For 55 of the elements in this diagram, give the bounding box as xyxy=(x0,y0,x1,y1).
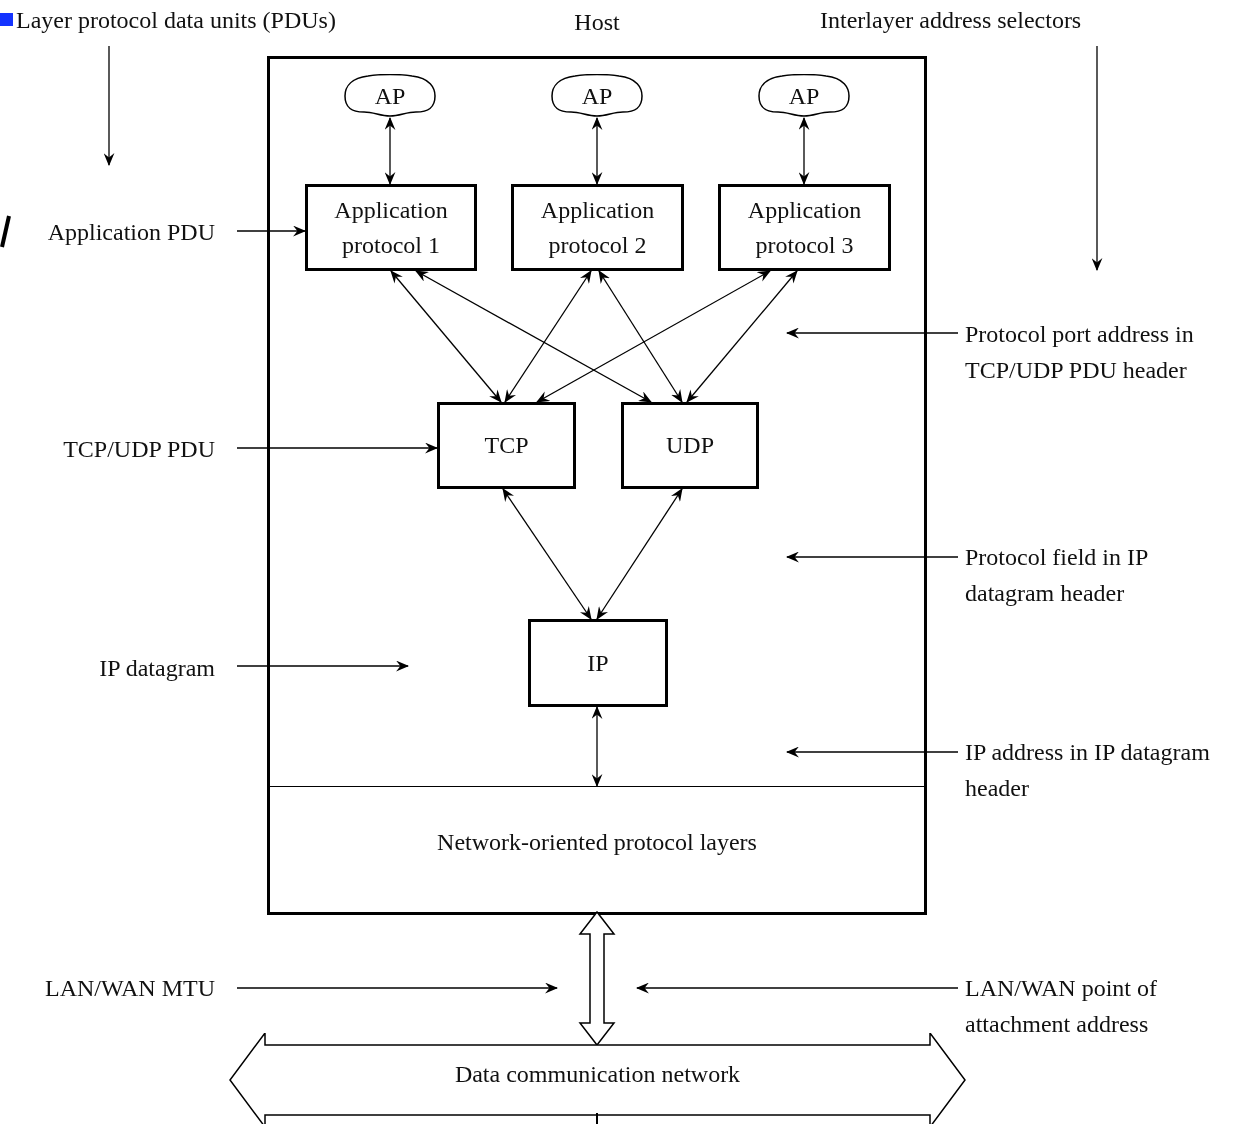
protocol-label: Application protocol 2 xyxy=(539,195,656,260)
application-process-cloud xyxy=(551,74,643,118)
double-arrow xyxy=(591,705,603,788)
network-double-arrow xyxy=(229,1033,966,1124)
process-label: AP xyxy=(374,82,406,110)
double-arrow xyxy=(504,270,592,403)
protocol-box xyxy=(511,184,684,271)
annotation-text: LAN/WAN MTU xyxy=(45,975,215,1001)
protocol-box xyxy=(718,184,891,271)
arrow xyxy=(1091,45,1103,272)
network-label: Data communication network xyxy=(454,1061,741,1088)
annotation-text: Layer protocol data units (PDUs) xyxy=(16,7,336,33)
protocol-label: Application protocol 3 xyxy=(746,195,863,260)
process-label: AP xyxy=(581,82,613,110)
protocol-box xyxy=(305,184,477,271)
annotation-text: LAN/WAN point of attachment address xyxy=(965,975,1157,1037)
protocol-label: UDP xyxy=(666,431,714,460)
application-process-cloud xyxy=(344,74,436,118)
arrow xyxy=(236,660,410,672)
double-arrow xyxy=(390,270,502,403)
double-arrow xyxy=(686,270,798,403)
annotation-text: Application PDU xyxy=(47,219,215,245)
double-arrow xyxy=(798,116,810,186)
double-arrow xyxy=(598,270,683,403)
arrow xyxy=(785,551,959,563)
process-label: AP xyxy=(788,82,820,110)
arrow xyxy=(236,442,439,454)
double-arrow xyxy=(502,488,592,620)
arrow xyxy=(785,327,959,339)
arrow xyxy=(236,225,307,237)
double-arrow xyxy=(536,270,771,403)
host-label: Host xyxy=(574,9,620,36)
annotation-text: TCP/UDP PDU xyxy=(63,436,215,462)
protocol-label: TCP xyxy=(484,431,529,460)
hollow-double-arrow xyxy=(578,910,616,1047)
arrow xyxy=(635,982,959,994)
double-arrow xyxy=(415,270,652,403)
protocol-box xyxy=(621,402,759,489)
double-arrow xyxy=(596,488,683,620)
annotation-text: Interlayer address selectors xyxy=(820,7,1082,33)
annotation-text: Protocol port address in TCP/UDP PDU header xyxy=(965,321,1194,383)
application-process-cloud xyxy=(758,74,850,118)
annotation-text: IP address in IP datagram header xyxy=(965,739,1210,801)
arrow xyxy=(103,45,115,167)
annotation-text: Protocol field in IP datagram header xyxy=(965,544,1148,606)
protocol-box xyxy=(528,619,668,707)
layer-label: Network-oriented protocol layers xyxy=(437,829,757,856)
arrow xyxy=(785,746,959,758)
protocol-label: Application protocol 1 xyxy=(333,195,449,260)
double-arrow xyxy=(384,116,396,186)
annotation-text: IP datagram xyxy=(99,655,215,681)
double-arrow xyxy=(591,116,603,186)
arrow xyxy=(236,982,559,994)
protocol-box xyxy=(437,402,576,489)
protocol-label: IP xyxy=(587,648,609,678)
